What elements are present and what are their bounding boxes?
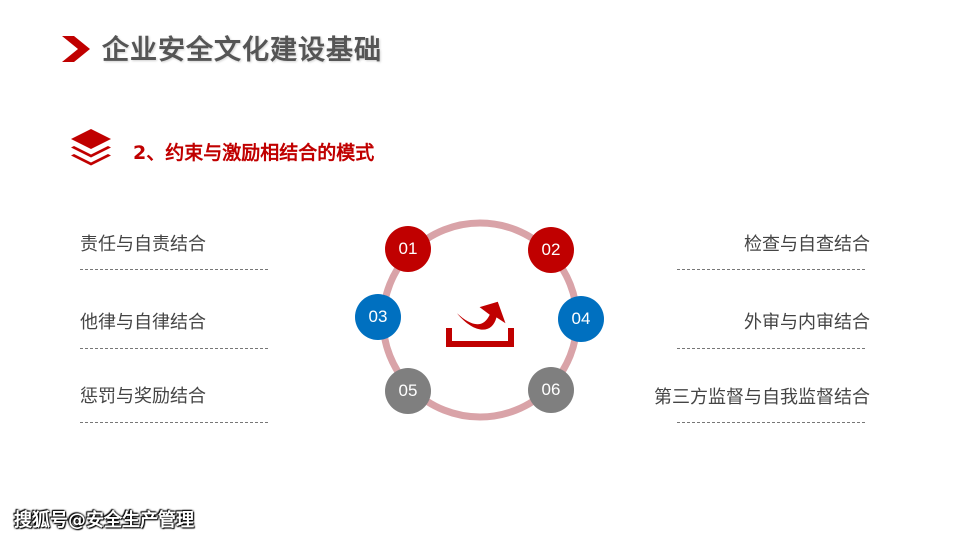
node-label: 05 [398,381,418,400]
node-label: 01 [398,239,418,258]
node-05: 05 [385,368,431,414]
right-divider-1 [677,269,865,270]
left-item-2: 他律与自律结合 [80,312,206,333]
left-item-1: 责任与自责结合 [80,234,206,255]
layers-icon [71,129,111,166]
right-divider-3 [677,422,865,423]
node-03: 03 [355,294,401,340]
section-title: 2、约束与激励相结合的模式 [133,142,375,164]
cycle-diagram: 01 02 03 04 05 06 [350,210,610,430]
node-02: 02 [528,227,574,273]
right-divider-2 [677,348,865,349]
node-01: 01 [385,226,431,272]
left-divider-2 [80,348,268,349]
watermark-text: 搜狐号@安全生产管理 [14,510,194,531]
left-item-3: 惩罚与奖励结合 [80,386,206,407]
right-item-3: 第三方监督与自我监督结合 [654,387,870,408]
page-title: 企业安全文化建设基础 [102,35,382,66]
node-label: 06 [541,380,561,399]
node-label: 04 [571,309,591,328]
node-04: 04 [558,296,604,342]
right-item-2: 外审与内审结合 [744,312,870,333]
node-label: 03 [368,307,388,326]
chevron-right-icon [62,36,90,62]
left-divider-3 [80,422,268,423]
right-item-1: 检查与自查结合 [744,234,870,255]
node-label: 02 [541,240,561,259]
left-divider-1 [80,269,268,270]
upload-arrow-icon [446,301,514,347]
node-06: 06 [528,367,574,413]
